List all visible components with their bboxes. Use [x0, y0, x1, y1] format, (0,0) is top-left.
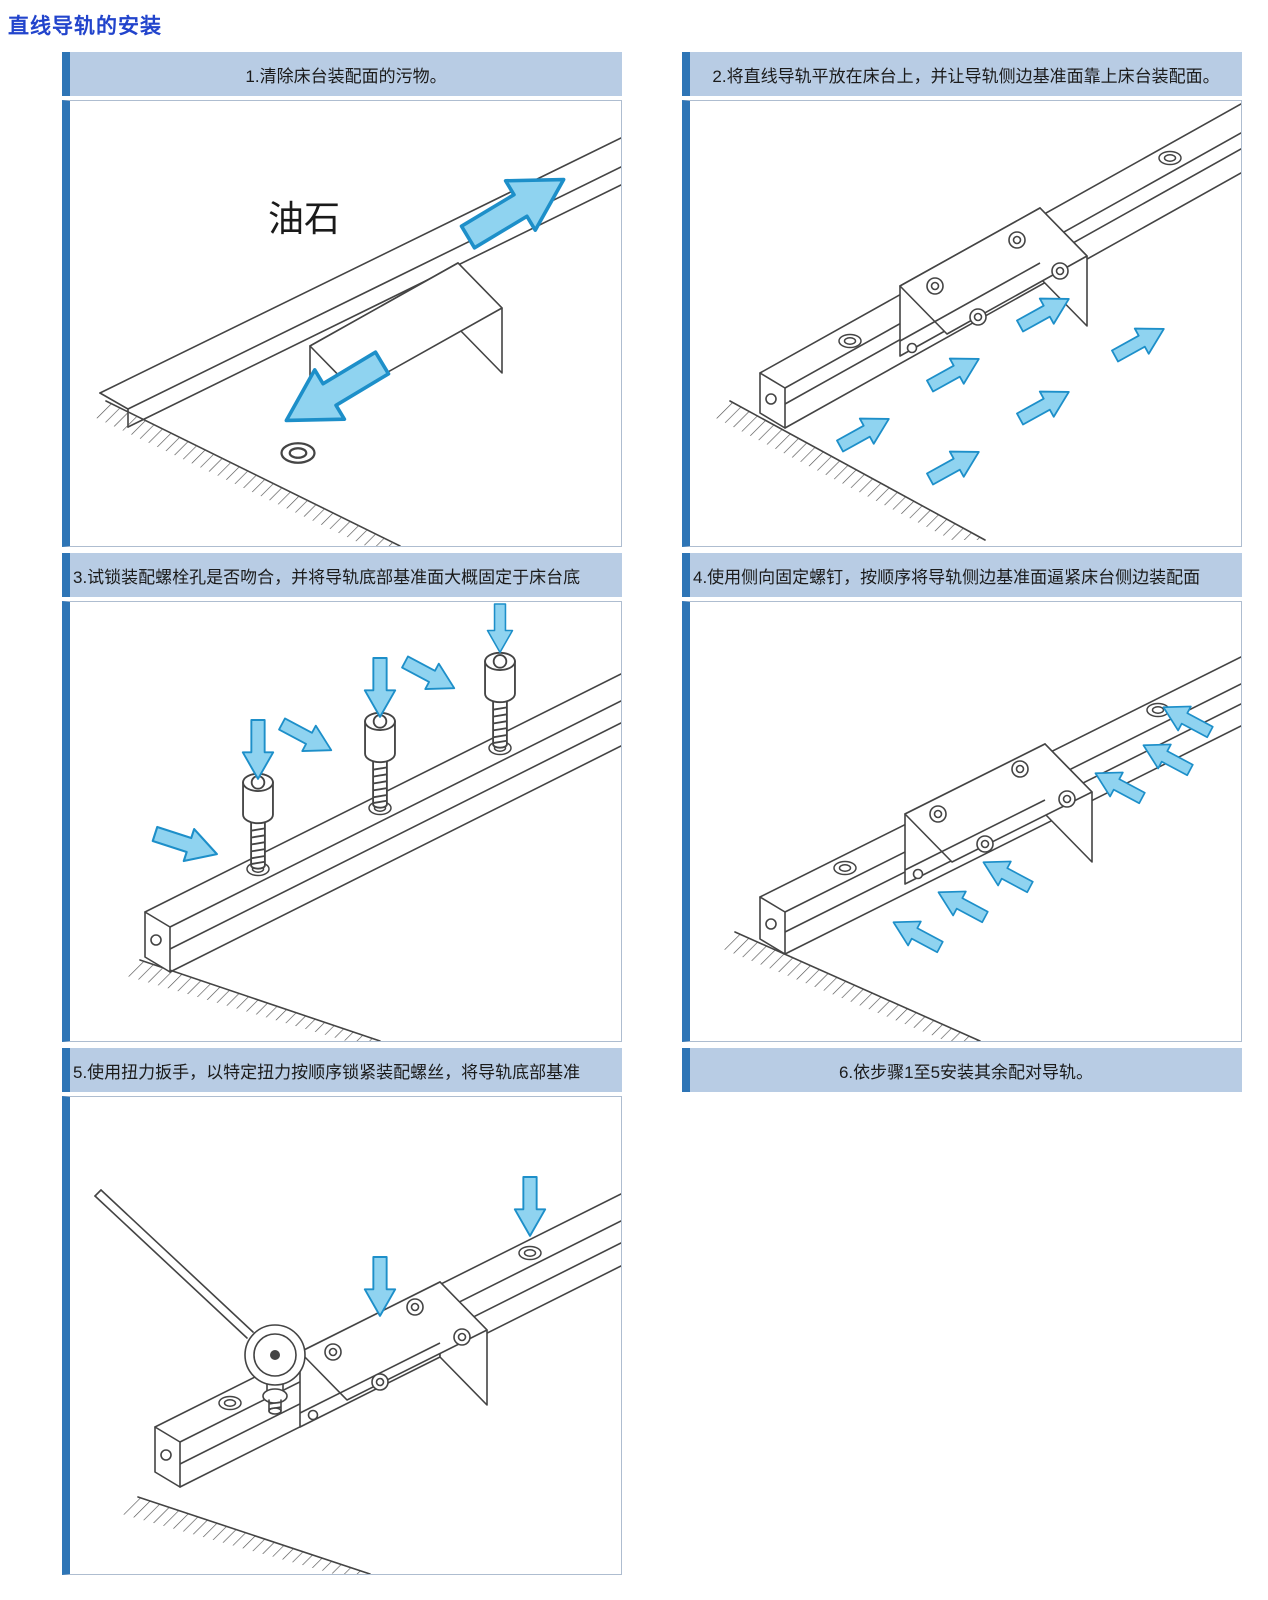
thread-hole-icon — [280, 442, 316, 464]
insertion-arrow-icons — [148, 603, 514, 872]
step-6-label: 6.依步骤1至5安装其余配对导轨。 — [838, 1062, 1094, 1082]
bed-hatching — [118, 1497, 370, 1574]
carriage-block — [904, 743, 1093, 885]
step-5-figure — [62, 1096, 622, 1575]
step-4-figure — [682, 601, 1242, 1042]
step-3-illustration — [120, 603, 621, 1041]
step-5-illustration — [94, 1176, 621, 1574]
step-1-label: 1.清除床台装配面的污物。 — [245, 66, 447, 86]
bed-hatching — [120, 960, 380, 1041]
step-3-label: 3.试锁装配螺栓孔是否吻合，并将导轨底部基准面大概固定于床台底 — [73, 567, 581, 587]
step-panel-2: 2.将直线导轨平放在床台上，并让导轨侧边基准面靠上床台装配面。 — [682, 52, 1242, 547]
carriage-block — [299, 1281, 488, 1428]
placement-arrow-icons — [832, 285, 1172, 493]
step-5-header: 5.使用扭力扳手，以特定扭力按顺序锁紧装配螺丝，将导轨底部基准 — [62, 1048, 622, 1092]
torque-wrench — [94, 1189, 306, 1415]
step-4-label: 4.使用侧向固定螺钉，按顺序将导轨侧边基准面逼紧床台侧边装配面 — [693, 567, 1201, 587]
oilstone-label: 油石 — [268, 198, 340, 239]
step-panel-6: 6.依步骤1至5安装其余配对导轨。 — [682, 1048, 1242, 1092]
bed-hatching — [718, 932, 980, 1041]
step-panel-4: 4.使用侧向固定螺钉，按顺序将导轨侧边基准面逼紧床台侧边装配面 — [682, 553, 1242, 1042]
step-panel-3: 3.试锁装配螺栓孔是否吻合，并将导轨底部基准面大概固定于床台底 — [62, 553, 622, 1042]
step-1-figure: 油石 — [62, 100, 622, 547]
page-title: 直线导轨的安装 — [8, 15, 162, 38]
step-2-figure — [682, 100, 1242, 547]
step-2-illustration — [712, 103, 1241, 541]
bed-hatching — [90, 401, 400, 546]
step-6-header: 6.依步骤1至5安装其余配对导轨。 — [682, 1048, 1242, 1092]
step-1-illustration: 油石 — [90, 137, 621, 546]
step-3-header: 3.试锁装配螺栓孔是否吻合，并将导轨底部基准面大概固定于床台底 — [62, 553, 622, 597]
step-4-header: 4.使用侧向固定螺钉，按顺序将导轨侧边基准面逼紧床台侧边装配面 — [682, 553, 1242, 597]
step-2-header: 2.将直线导轨平放在床台上，并让导轨侧边基准面靠上床台装配面。 — [682, 52, 1242, 96]
step-2-label: 2.将直线导轨平放在床台上，并让导轨侧边基准面靠上床台装配面。 — [712, 66, 1220, 86]
step-panel-5: 5.使用扭力扳手，以特定扭力按顺序锁紧装配螺丝，将导轨底部基准 — [62, 1048, 622, 1575]
step-4-illustration — [718, 656, 1241, 1041]
step-3-figure — [62, 601, 622, 1042]
step-5-label: 5.使用扭力扳手，以特定扭力按顺序锁紧装配螺丝，将导轨底部基准 — [73, 1062, 581, 1082]
step-panel-1: 1.清除床台装配面的污物。 — [62, 52, 622, 547]
steps-grid: 1.清除床台装配面的污物。 — [62, 52, 1268, 1575]
step-1-header: 1.清除床台装配面的污物。 — [62, 52, 622, 96]
carriage-block — [899, 207, 1088, 357]
bed-hatching — [712, 401, 985, 540]
